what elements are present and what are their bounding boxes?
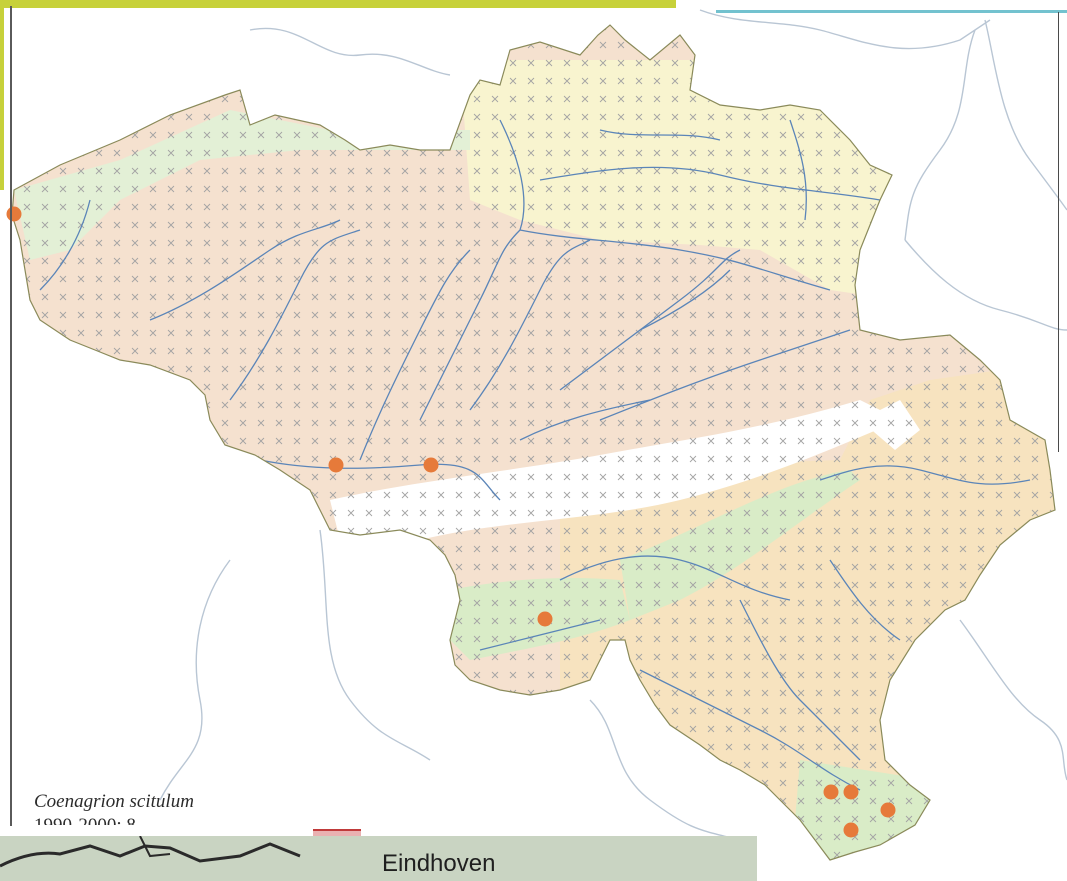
record-marker bbox=[6, 206, 22, 222]
record-period: 1990-2000: 8 bbox=[34, 814, 194, 825]
inset-city-label: Eindhoven bbox=[382, 850, 496, 877]
record-markers bbox=[6, 206, 896, 838]
record-marker bbox=[880, 802, 896, 818]
map-caption: Coenagrion scitulum 1990-2000: 8 bbox=[34, 790, 194, 825]
top-accent-line bbox=[716, 10, 1067, 13]
record-marker bbox=[843, 784, 859, 800]
record-marker bbox=[328, 457, 344, 473]
species-name: Coenagrion scitulum bbox=[34, 791, 194, 812]
map-frame-right bbox=[1058, 12, 1059, 452]
record-marker bbox=[537, 611, 553, 627]
neighbour-rivers bbox=[159, 9, 1067, 841]
top-accent-bar bbox=[0, 0, 676, 8]
left-accent-bar bbox=[0, 0, 4, 190]
record-marker bbox=[823, 784, 839, 800]
map-frame-left bbox=[10, 6, 12, 826]
inset-borders bbox=[0, 836, 301, 868]
overview-map-inset: Eindhoven bbox=[0, 836, 757, 881]
belgian-rivers bbox=[39, 119, 1031, 791]
record-marker bbox=[423, 457, 439, 473]
record-marker bbox=[843, 822, 859, 838]
